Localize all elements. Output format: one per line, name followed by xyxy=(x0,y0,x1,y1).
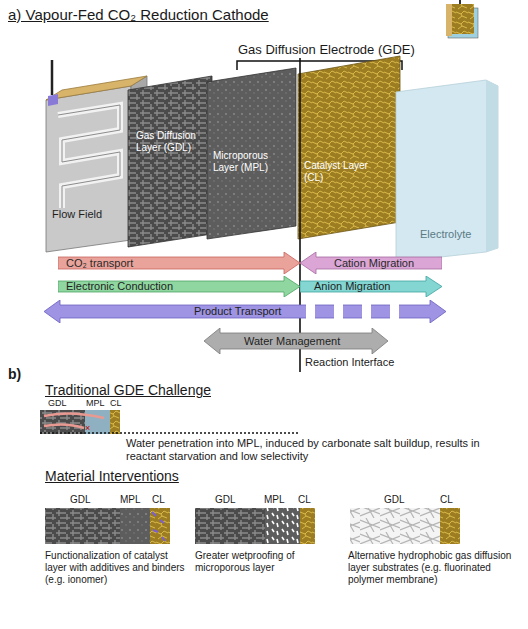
process-arrow: Anion Migration xyxy=(300,276,442,297)
node-label: Cation Migration xyxy=(334,257,414,270)
node-label: Microporous Layer (MPL) xyxy=(213,150,289,173)
layer-tag: MPL xyxy=(264,494,285,506)
node-label: CO₂ transport xyxy=(66,257,133,270)
layer-tag: CL xyxy=(110,398,122,409)
layer-tag: GDL xyxy=(384,494,405,506)
layer-panel: Gas Diffusion Layer (GDL) xyxy=(136,130,202,153)
caption-text: Functionalization of catalyst layer with… xyxy=(45,550,185,586)
caption-text: Water penetration into MPL, induced by c… xyxy=(126,437,518,463)
node-label: Anion Migration xyxy=(314,280,390,293)
node-label: Gas Diffusion Layer (GDL) xyxy=(136,130,202,153)
layer-panel: Microporous Layer (MPL) xyxy=(213,150,289,173)
subsection-title: Material Interventions xyxy=(45,468,179,485)
node-label: Product Transport xyxy=(194,305,281,318)
panel-letter: b) xyxy=(8,366,21,383)
layer-tag: CL xyxy=(440,494,453,506)
process-arrow: Product Transport xyxy=(44,300,446,323)
layer-tag: GDL xyxy=(48,398,67,409)
layer-panel: Catalyst Layer (CL) xyxy=(304,160,384,183)
process-arrow: Water Management xyxy=(204,328,388,354)
layer-tag: GDL xyxy=(70,494,91,506)
layer-tag: MPL xyxy=(86,398,105,409)
caption-text: Alternative hydrophobic gas diffusion la… xyxy=(348,550,518,586)
layer-panel: Electrolyte xyxy=(420,228,490,241)
caption-text: Greater wetproofing of microporous layer xyxy=(195,550,335,574)
layer-tag: CL xyxy=(298,494,311,506)
process-arrow: Cation Migration xyxy=(300,252,442,274)
node-label: Water Management xyxy=(244,335,340,348)
subsection-title: Traditional GDE Challenge xyxy=(45,382,211,399)
node-label: Flow Field xyxy=(52,208,126,221)
svg-text:×: × xyxy=(85,423,90,433)
layer-tag: MPL xyxy=(120,494,141,506)
layer-tag: GDL xyxy=(215,494,236,506)
process-arrow: Electronic Conduction xyxy=(58,276,300,297)
node-label: Electrolyte xyxy=(420,228,490,241)
interface-label: Reaction Interface xyxy=(305,356,394,369)
bracket-label: Gas Diffusion Electrode (GDE) xyxy=(238,42,415,58)
layer-panel: Flow Field xyxy=(52,208,126,221)
layer-tag: CL xyxy=(152,494,165,506)
process-arrow: CO₂ transport xyxy=(58,252,300,274)
node-label: Catalyst Layer (CL) xyxy=(304,160,384,183)
section-title: a) Vapour-Fed CO₂ Reduction Cathode xyxy=(8,6,269,24)
node-label: Electronic Conduction xyxy=(66,280,173,293)
